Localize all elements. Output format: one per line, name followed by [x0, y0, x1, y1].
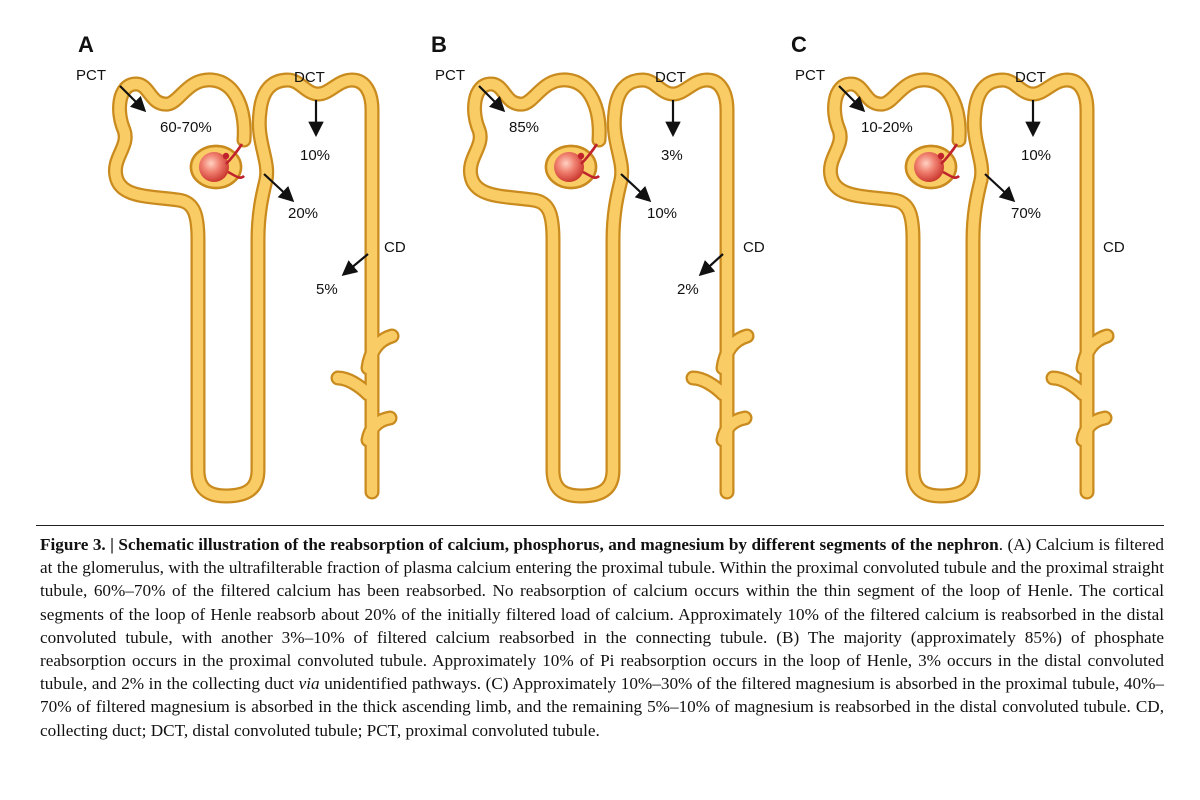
vascular-pole — [577, 152, 585, 160]
figure-caption: Figure 3. | Schematic illustration of th… — [40, 533, 1164, 742]
cd-label: CD — [1103, 239, 1125, 256]
caption-separator: | — [105, 535, 119, 554]
tubule-lumen-segment — [825, 74, 987, 502]
tubule-lumen-segment — [362, 330, 398, 374]
efferent-arteriole — [227, 170, 245, 179]
loop-value: 10% — [647, 205, 677, 222]
cd-arrow — [698, 253, 724, 277]
pct-value: 10-20% — [861, 119, 913, 136]
pct-arrow — [119, 85, 147, 113]
cd-value: 5% — [316, 281, 338, 298]
caption-body-2: unidentified pathways. (C) Approximately… — [40, 674, 1164, 740]
pct-label: PCT — [795, 67, 825, 84]
tubule-lumen — [825, 74, 1113, 502]
glomerulus — [554, 152, 584, 182]
dct-value: 3% — [661, 147, 683, 164]
pct-label: PCT — [435, 67, 465, 84]
pct-value: 60-70% — [160, 119, 212, 136]
nephron-figure: .tube { fill: none; stroke: #c98a1e; str… — [76, 32, 1125, 520]
caption-body-italic: via — [298, 674, 320, 694]
vascular-pole — [222, 152, 230, 160]
efferent-arteriole — [582, 170, 600, 179]
caption-title: Schematic illustration of the reabsorpti… — [118, 535, 999, 554]
panel-c: C PCT DCT CD 10-20% 10% 70% — [791, 32, 1125, 496]
pct-arrow — [478, 85, 506, 113]
caption-paragraph: Figure 3. | Schematic illustration of th… — [40, 533, 1164, 742]
panel-letter: B — [431, 32, 447, 57]
caption-body-1: . (A) Calcium is filtered at the glomeru… — [40, 535, 1164, 694]
dct-label: DCT — [294, 69, 325, 86]
tubule-lumen — [465, 74, 753, 502]
tubule-lumen-segment — [609, 74, 733, 498]
afferent-arteriole — [225, 143, 244, 165]
panel-letter: C — [791, 32, 807, 57]
caption-divider — [36, 525, 1164, 526]
glomerulus — [914, 152, 944, 182]
tubule-lumen-segment — [1077, 412, 1111, 446]
tubule-lumen-segment — [717, 330, 753, 374]
tubule-lumen-segment — [969, 74, 1093, 498]
tubule-lumen-segment — [1047, 372, 1089, 400]
cd-value: 2% — [677, 281, 699, 298]
dct-label: DCT — [655, 69, 686, 86]
pct-value: 85% — [509, 119, 539, 136]
loop-value: 70% — [1011, 205, 1041, 222]
efferent-arteriole — [942, 170, 960, 179]
figure-label: Figure 3. — [40, 535, 106, 554]
afferent-arteriole — [940, 143, 959, 165]
cd-label: CD — [743, 239, 765, 256]
loop-arrow — [620, 173, 652, 203]
tubule-lumen-segment — [254, 74, 378, 498]
loop-value: 20% — [288, 205, 318, 222]
dct-value: 10% — [300, 147, 330, 164]
tubule-lumen-segment — [687, 372, 729, 400]
tubule-lumen — [110, 74, 398, 502]
dct-label: DCT — [1015, 69, 1046, 86]
tubule-lumen-segment — [717, 412, 751, 446]
afferent-arteriole — [580, 143, 599, 165]
dct-value: 10% — [1021, 147, 1051, 164]
panel-b: B PCT DCT CD 85% 3% 10% 2% — [431, 32, 765, 496]
glomerulus — [199, 152, 229, 182]
tubule-lumen-segment — [110, 74, 272, 502]
loop-arrow — [984, 173, 1016, 203]
panel-a: A PCT DCT CD 60-70% 10% 20% 5% — [76, 32, 406, 496]
tubule-lumen-segment — [332, 372, 374, 400]
panel-letter: A — [78, 32, 94, 57]
pct-label: PCT — [76, 67, 106, 84]
loop-arrow — [263, 173, 295, 203]
cd-label: CD — [384, 239, 406, 256]
vascular-pole — [937, 152, 945, 160]
tubule-lumen-segment — [1077, 330, 1113, 374]
tubule-lumen-segment — [362, 412, 396, 446]
tubule-lumen-segment — [465, 74, 627, 502]
pct-arrow — [838, 85, 866, 113]
cd-arrow — [341, 253, 369, 276]
